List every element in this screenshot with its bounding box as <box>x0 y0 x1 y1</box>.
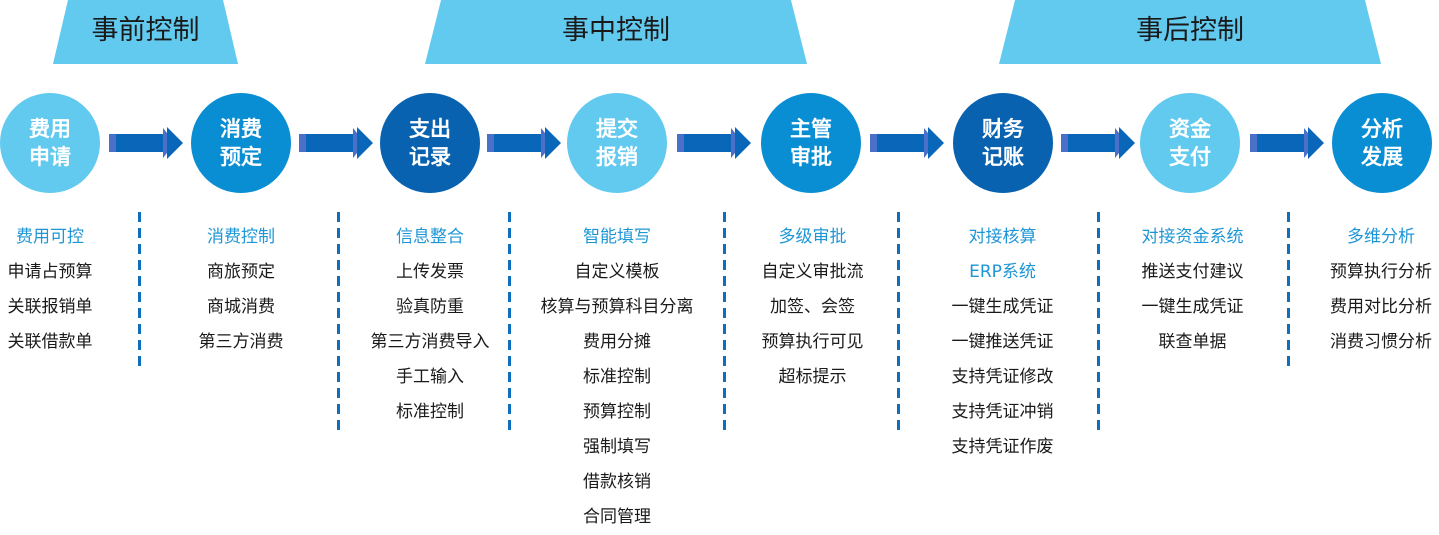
feature-highlight: ERP系统 <box>969 262 1036 282</box>
column-divider <box>138 212 141 366</box>
feature-item: 标准控制 <box>583 367 651 387</box>
feature-item: 验真防重 <box>396 297 464 317</box>
feature-item: 关联报销单 <box>7 297 93 317</box>
phase-banner-post <box>999 0 1381 64</box>
feature-column-financial-bookkeeping: 对接核算 ERP系统 一键生成凭证 一键推送凭证 支持凭证修改 支持凭证冲销 支… <box>925 220 1080 465</box>
feature-item: 费用对比分析 <box>1330 297 1432 317</box>
feature-column-expense-record: 信息整合 上传发票 验真防重 第三方消费导入 手工输入 标准控制 <box>355 220 505 430</box>
feature-item: 一键推送凭证 <box>951 332 1054 352</box>
feature-item: 第三方消费导入 <box>370 332 490 352</box>
column-divider <box>723 212 726 432</box>
feature-item: 预算执行可见 <box>761 332 864 352</box>
feature-highlight: 对接核算 <box>968 227 1037 247</box>
step-label-line1: 主管 <box>790 117 832 141</box>
phase-banner-pre <box>53 0 238 64</box>
step-label-line2: 记录 <box>409 145 451 169</box>
flow-arrow-icon <box>487 127 561 159</box>
flow-arrow-icon <box>1061 127 1135 159</box>
feature-column-expense-application: 费用可控 申请占预算 关联报销单 关联借款单 <box>0 220 100 360</box>
column-divider <box>1287 212 1290 366</box>
step-label-line2: 发展 <box>1361 145 1403 169</box>
phase-label-post: 事后控制 <box>1136 15 1244 46</box>
feature-item: 支持凭证冲销 <box>951 402 1054 422</box>
feature-item: 自定义模板 <box>574 262 660 282</box>
column-divider <box>337 212 340 432</box>
feature-item: 支持凭证修改 <box>951 367 1054 387</box>
column-divider <box>508 212 511 432</box>
feature-item: 推送支付建议 <box>1141 262 1244 282</box>
step-circle-expense-application: 费用 申请 <box>0 93 100 193</box>
step-circle-expense-record: 支出 记录 <box>380 93 480 193</box>
feature-column-fund-payment: 对接资金系统 推送支付建议 一键生成凭证 联查单据 <box>1115 220 1270 360</box>
step-label-line2: 支付 <box>1169 145 1211 169</box>
feature-highlight: 费用可控 <box>16 227 84 247</box>
feature-highlight: 对接资金系统 <box>1141 227 1244 247</box>
feature-highlight: 信息整合 <box>396 227 464 247</box>
feature-column-consumption-booking: 消费控制 商旅预定 商城消费 第三方消费 <box>171 220 311 360</box>
feature-item: 关联借款单 <box>7 332 93 352</box>
step-label-line1: 分析 <box>1361 117 1403 141</box>
step-label-line2: 预定 <box>220 145 262 169</box>
step-circle-manager-approval: 主管 审批 <box>761 93 861 193</box>
feature-item: 预算控制 <box>583 402 651 422</box>
feature-item: 核算与预算科目分离 <box>540 297 694 317</box>
feature-item: 自定义审批流 <box>761 262 864 282</box>
phase-label-mid: 事中控制 <box>562 15 670 46</box>
step-circle-submit-reimbursement: 提交 报销 <box>567 93 667 193</box>
column-divider <box>897 212 900 432</box>
flow-arrow-icon <box>1250 127 1324 159</box>
feature-item: 支持凭证作废 <box>951 437 1054 457</box>
flow-arrow-icon <box>299 127 373 159</box>
flow-arrow-icon <box>109 127 183 159</box>
feature-column-analysis-development: 多维分析 预算执行分析 费用对比分析 消费习惯分析 <box>1316 220 1439 360</box>
feature-item: 加签、会签 <box>770 297 855 317</box>
feature-item: 一键生成凭证 <box>951 297 1054 317</box>
feature-highlight: 多级审批 <box>778 227 847 247</box>
step-label-line1: 提交 <box>596 117 638 141</box>
step-label-line2: 申请 <box>29 145 71 169</box>
feature-item: 联查单据 <box>1158 332 1227 352</box>
column-divider <box>1097 212 1100 432</box>
feature-column-submit-reimbursement: 智能填写 自定义模板 核算与预算科目分离 费用分摊 标准控制 预算控制 强制填写… <box>522 220 712 535</box>
step-circle-consumption-booking: 消费 预定 <box>191 93 291 193</box>
feature-item: 费用分摊 <box>583 332 651 352</box>
step-label-line1: 财务 <box>982 117 1024 141</box>
feature-item: 强制填写 <box>583 437 651 457</box>
feature-highlight: 消费控制 <box>207 227 275 247</box>
feature-item: 一键生成凭证 <box>1141 297 1244 317</box>
feature-item: 标准控制 <box>396 402 464 422</box>
step-circle-financial-bookkeeping: 财务 记账 <box>953 93 1053 193</box>
feature-highlight: 多维分析 <box>1347 227 1415 247</box>
step-label-line1: 消费 <box>220 117 262 141</box>
step-circle-fund-payment: 资金 支付 <box>1140 93 1240 193</box>
feature-item: 上传发票 <box>396 262 464 282</box>
step-circle-analysis-development: 分析 发展 <box>1332 93 1432 193</box>
step-label-line2: 报销 <box>596 145 638 169</box>
phase-label-pre: 事前控制 <box>91 15 200 46</box>
step-label-line2: 记账 <box>982 145 1024 169</box>
feature-item: 借款核销 <box>583 472 651 492</box>
feature-item: 商城消费 <box>207 297 275 317</box>
feature-highlight: 智能填写 <box>583 227 651 247</box>
feature-item: 申请占预算 <box>7 262 93 282</box>
feature-item: 商旅预定 <box>207 262 275 282</box>
feature-item: 超标提示 <box>778 367 847 387</box>
phase-banner-mid <box>425 0 807 64</box>
feature-column-manager-approval: 多级审批 自定义审批流 加签、会签 预算执行可见 超标提示 <box>740 220 885 395</box>
step-label-line1: 费用 <box>29 117 71 141</box>
feature-item: 手工输入 <box>396 367 464 387</box>
step-label-line1: 资金 <box>1169 117 1211 141</box>
feature-item: 合同管理 <box>583 507 651 527</box>
feature-item: 消费习惯分析 <box>1330 332 1432 352</box>
step-label-line2: 审批 <box>790 145 832 169</box>
feature-item: 第三方消费 <box>198 332 284 352</box>
flow-arrow-icon <box>677 127 751 159</box>
step-label-line1: 支出 <box>409 117 451 141</box>
flow-arrow-icon <box>870 127 944 159</box>
feature-item: 预算执行分析 <box>1330 262 1432 282</box>
